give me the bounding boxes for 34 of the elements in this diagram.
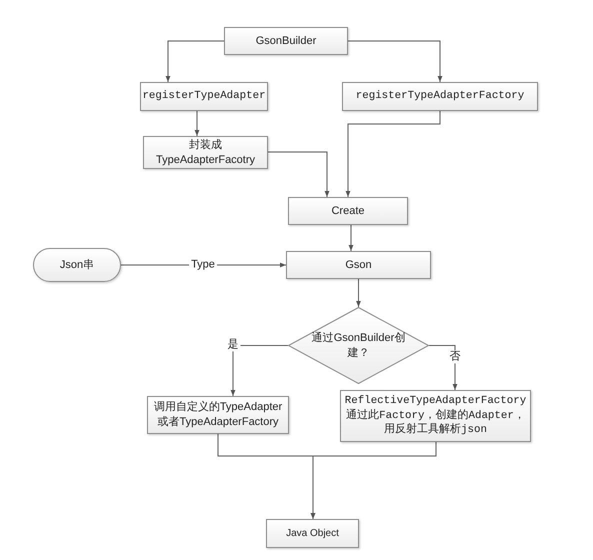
process-box bbox=[147, 396, 289, 434]
process-box bbox=[140, 82, 268, 111]
node-label: registerTypeAdapter bbox=[142, 89, 266, 104]
arrow bbox=[230, 345, 288, 396]
node-label: registerTypeAdapterFactory bbox=[356, 89, 524, 104]
node-label: Java Object bbox=[286, 526, 339, 540]
edge-label: 是 bbox=[226, 338, 240, 352]
arrow bbox=[310, 442, 436, 520]
edge-label: 否 bbox=[448, 350, 462, 364]
decision-diamond bbox=[288, 307, 429, 384]
node-label: ReflectiveTypeAdapterFactory通过此Factory，创建的Adapter，用反射工具解析json bbox=[344, 394, 528, 438]
process-box bbox=[143, 136, 268, 169]
process-box bbox=[224, 27, 348, 55]
process-box bbox=[286, 251, 431, 279]
node-label: GsonBuilder bbox=[256, 34, 316, 48]
terminal-pill bbox=[33, 248, 121, 282]
arrow bbox=[166, 40, 224, 82]
arrow bbox=[428, 345, 458, 390]
process-box bbox=[342, 82, 538, 111]
arrow bbox=[194, 110, 200, 136]
arrow bbox=[268, 152, 330, 198]
arrow bbox=[346, 110, 440, 198]
arrow bbox=[348, 224, 354, 252]
node-label: 调用自定义的TypeAdapter或者TypeAdapterFactory bbox=[152, 400, 284, 430]
process-box bbox=[266, 519, 359, 548]
node-label: Gson bbox=[345, 258, 372, 272]
node-label: 通过GsonBuilder创建？ bbox=[310, 330, 406, 360]
process-box bbox=[288, 197, 408, 225]
edge-label: Type bbox=[189, 258, 217, 272]
node-label: 封装成TypeAdapterFacotry bbox=[154, 138, 256, 168]
arrow bbox=[348, 40, 442, 82]
arrow bbox=[356, 278, 361, 308]
node-label: Create bbox=[331, 204, 365, 218]
node-label: Json串 bbox=[60, 258, 94, 272]
